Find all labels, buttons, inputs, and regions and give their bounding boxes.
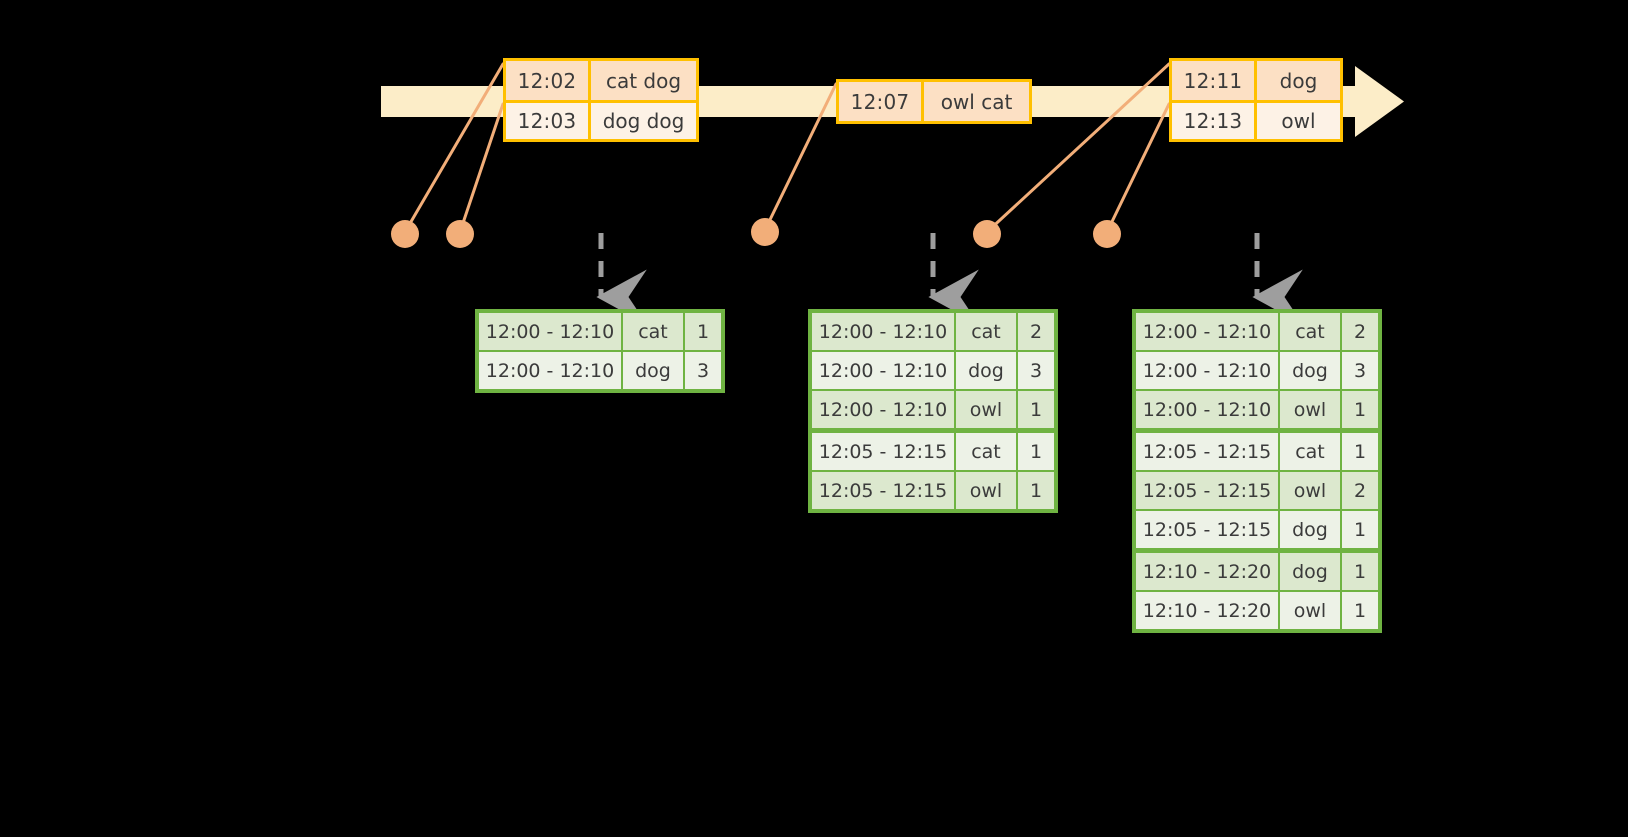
cell-count: 3 (1018, 352, 1054, 389)
connector-line-2 (458, 102, 505, 234)
cell-key: dog (1280, 511, 1340, 548)
event-time: 12:11 (1172, 61, 1257, 100)
cell-count: 1 (685, 313, 721, 350)
cell-window: 12:00 - 12:10 (1136, 313, 1278, 350)
cell-count: 1 (1342, 592, 1378, 629)
cell-key: owl (1280, 391, 1340, 428)
cell-key: cat (956, 433, 1016, 470)
event-marker-3 (751, 218, 779, 246)
event-time: 12:13 (1172, 103, 1257, 139)
cell-key: cat (1280, 313, 1340, 350)
event-row[interactable]: 12:07 owl cat (839, 82, 1029, 121)
event-box-group-a[interactable]: 12:02 cat dog 12:03 dog dog (503, 58, 699, 142)
cell-count: 1 (1018, 472, 1054, 509)
event-row[interactable]: 12:03 dog dog (506, 100, 696, 139)
cell-count: 1 (1342, 553, 1378, 590)
event-time: 12:07 (839, 82, 924, 121)
event-text: cat dog (605, 68, 682, 93)
cell-count: 1 (1342, 511, 1378, 548)
cell-count: 1 (1342, 433, 1378, 470)
event-marker-4 (973, 220, 1001, 248)
cell-key: dog (956, 352, 1016, 389)
event-row[interactable]: 12:13 owl (1172, 100, 1340, 139)
event-marker-2 (446, 220, 474, 248)
cell-window: 12:00 - 12:10 (812, 313, 954, 350)
event-box-group-b[interactable]: 12:07 owl cat (836, 79, 1032, 124)
connector-line-3 (763, 82, 838, 232)
cell-window: 12:05 - 12:15 (1136, 472, 1278, 509)
event-markers (391, 218, 1121, 248)
cell-key: dog (1280, 352, 1340, 389)
event-text: dog (1279, 68, 1318, 93)
cell-window: 12:05 - 12:15 (1136, 511, 1278, 548)
event-box-group-c[interactable]: 12:11 dog 12:13 owl (1169, 58, 1343, 142)
cell-count: 2 (1342, 472, 1378, 509)
cell-key: cat (1280, 433, 1340, 470)
cell-count: 3 (685, 352, 721, 389)
emit-arrows (596, 233, 1303, 325)
cell-window: 12:00 - 12:10 (1136, 391, 1278, 428)
connector-line-1 (403, 62, 505, 234)
connector-line-5 (1105, 102, 1171, 234)
event-time: 12:02 (506, 61, 591, 100)
cell-window: 12:00 - 12:10 (479, 313, 621, 350)
event-row[interactable]: 12:02 cat dog (506, 61, 696, 100)
cell-count: 1 (1342, 391, 1378, 428)
cell-count: 1 (1018, 433, 1054, 470)
cell-window: 12:05 - 12:15 (812, 472, 954, 509)
cell-key: cat (623, 313, 683, 350)
cell-window: 12:00 - 12:10 (812, 352, 954, 389)
cell-key: dog (623, 352, 683, 389)
cell-window: 12:00 - 12:10 (812, 391, 954, 428)
cell-window: 12:00 - 12:10 (1136, 352, 1278, 389)
cell-count: 1 (1018, 391, 1054, 428)
cell-key: owl (1280, 472, 1340, 509)
cell-key: owl (956, 391, 1016, 428)
cell-window: 12:10 - 12:20 (1136, 592, 1278, 629)
cell-window: 12:05 - 12:15 (1136, 433, 1278, 470)
cell-key: owl (1280, 592, 1340, 629)
event-text: owl cat (940, 89, 1013, 114)
event-marker-5 (1093, 220, 1121, 248)
cell-key: owl (956, 472, 1016, 509)
event-time: 12:03 (506, 103, 591, 139)
cell-count: 2 (1342, 313, 1378, 350)
event-text: owl (1281, 109, 1316, 133)
cell-window: 12:10 - 12:20 (1136, 553, 1278, 590)
cell-window: 12:05 - 12:15 (812, 433, 954, 470)
cell-count: 3 (1342, 352, 1378, 389)
cell-window: 12:00 - 12:10 (479, 352, 621, 389)
cell-key: dog (1280, 553, 1340, 590)
cell-count: 2 (1018, 313, 1054, 350)
event-marker-1 (391, 220, 419, 248)
cell-key: cat (956, 313, 1016, 350)
event-text: dog dog (602, 109, 685, 133)
event-row[interactable]: 12:11 dog (1172, 61, 1340, 100)
